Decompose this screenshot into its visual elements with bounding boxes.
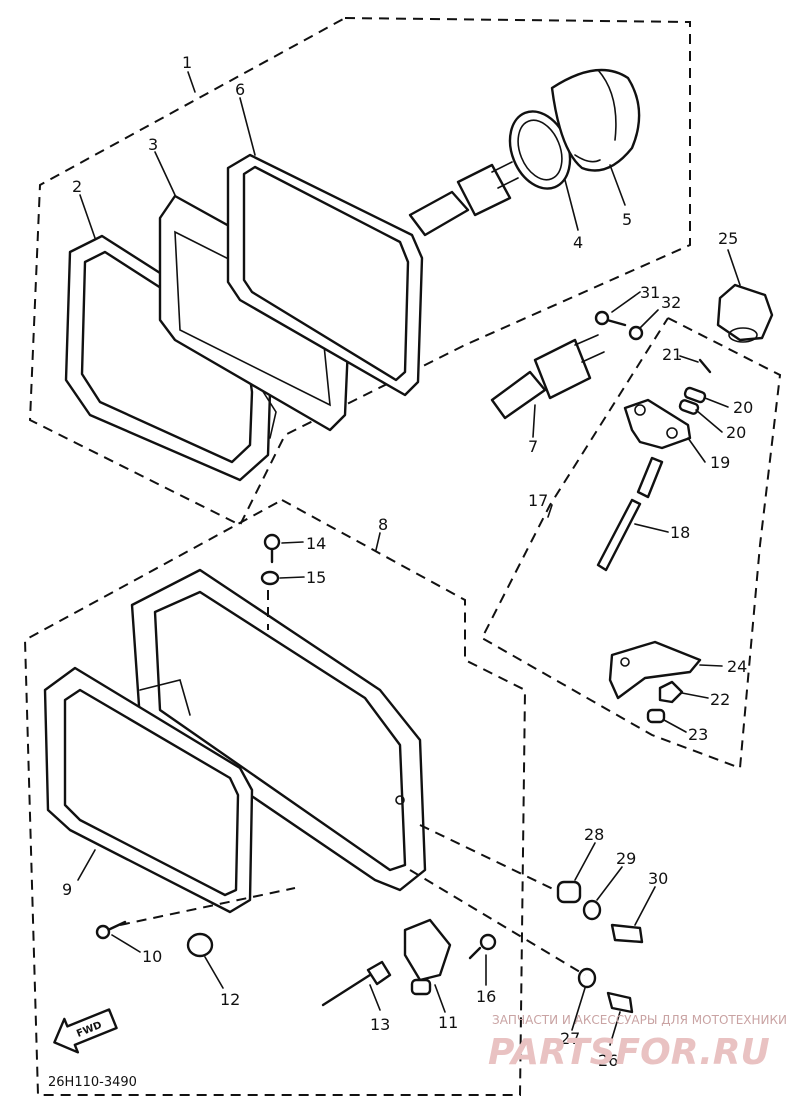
adjuster-group-outline [480,317,782,770]
bolt-13 [321,960,392,1007]
label-29: 29 [616,849,636,868]
headlight-gasket [226,153,424,397]
grommet-12 [186,932,214,958]
adjuster-bracket-19 [623,398,692,450]
part-labels: 1 2 3 4 5 6 7 8 9 10 11 12 13 14 15 16 1… [62,53,753,1070]
screw-10 [95,920,127,940]
label-8: 8 [378,515,388,534]
label-10: 10 [142,947,162,966]
label-12: 12 [220,990,240,1009]
label-15: 15 [306,568,326,587]
screw-14 [263,533,281,564]
body-group-outline [23,499,527,1096]
label-9: 9 [62,880,72,899]
label-32: 32 [661,293,681,312]
label-30: 30 [648,869,668,888]
label-19: 19 [710,453,730,472]
label-31: 31 [640,283,660,302]
label-20-lower: 20 [726,423,746,442]
adjuster-parts-20-21 [678,358,712,415]
bolt-16 [468,933,497,960]
watermark-logo: PARTSFOR.RU [488,1032,770,1073]
label-6: 6 [235,80,245,99]
leader-lines [77,71,741,1046]
auxiliary-bulb [490,334,605,420]
bracket-11 [403,918,452,996]
label-21: 21 [662,345,682,364]
label-16: 16 [476,987,496,1006]
watermark-caption: ЗАПЧАСТИ И АКСЕССУАРЫ ДЛЯ МОТОТЕХНИКИ [492,1013,787,1027]
label-17: 17 [528,491,548,510]
nut-22 [658,680,684,704]
front-rim-9 [43,666,254,914]
bracket-24 [608,640,702,700]
label-1: 1 [182,53,192,72]
label-28: 28 [584,825,604,844]
label-20-upper: 20 [733,398,753,417]
label-24: 24 [727,657,747,676]
label-27: 27 [560,1029,580,1048]
label-5: 5 [622,210,632,229]
adjuster-knob [716,283,774,343]
label-4: 4 [573,233,583,252]
adjuster-rod-18 [596,456,664,572]
washer-27 [577,967,597,989]
label-22: 22 [710,690,730,709]
bolt-30 [610,923,644,944]
label-18: 18 [670,523,690,542]
washer-29 [582,899,602,921]
label-2: 2 [72,177,82,196]
label-11: 11 [438,1013,458,1032]
label-23: 23 [688,725,708,744]
label-25: 25 [718,229,738,248]
nut-23 [646,708,666,724]
label-26: 26 [598,1051,618,1070]
grommet-28 [556,880,582,904]
label-3: 3 [148,135,158,154]
diagram-part-code: 26H110-3490 [48,1075,137,1090]
fwd-arrow-icon: FWD [53,1008,118,1054]
washer-15 [260,570,280,586]
headlight-bulb [408,161,519,237]
washer-32 [628,325,644,341]
headlight-rim [64,234,277,482]
bolt-26 [606,991,634,1014]
socket-cover [550,68,641,172]
label-7: 7 [528,437,538,456]
label-13: 13 [370,1015,390,1034]
screw-31 [594,310,627,327]
label-14: 14 [306,534,326,553]
